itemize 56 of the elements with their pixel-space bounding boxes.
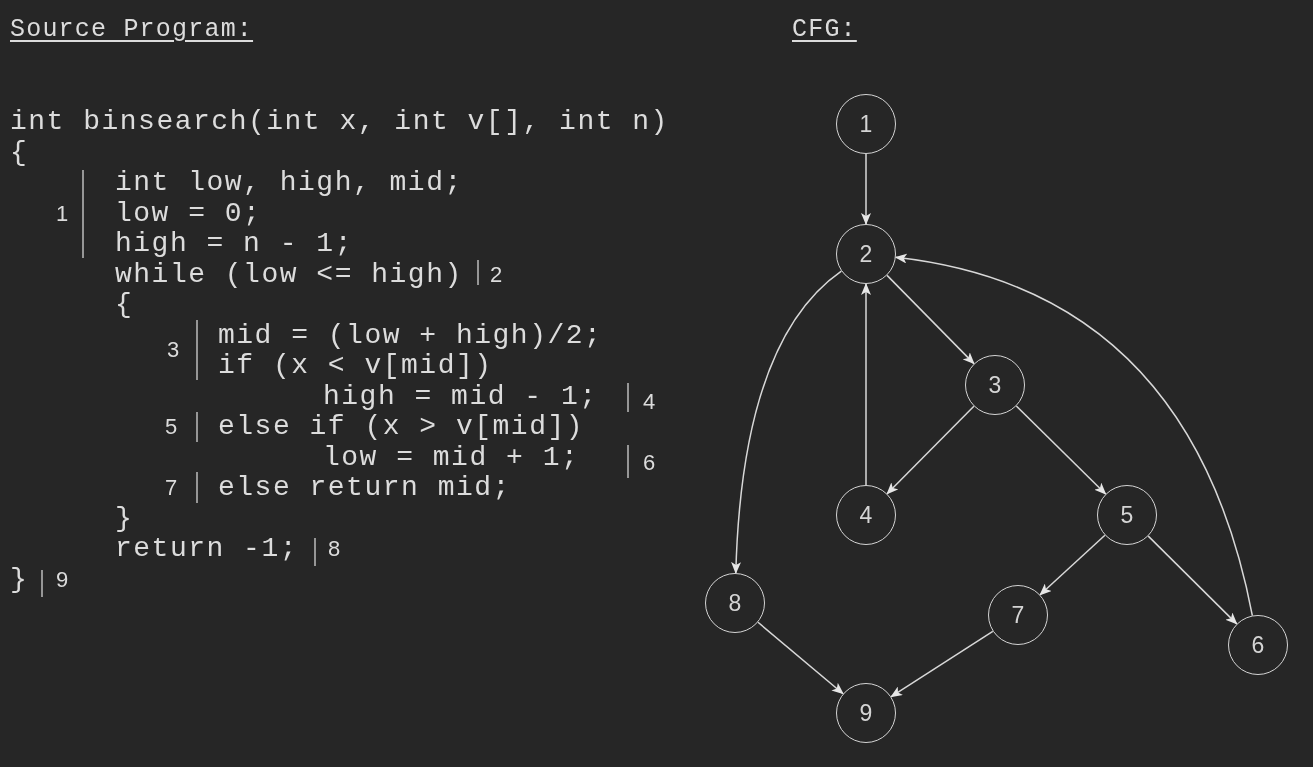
block-number: 2 (489, 261, 503, 288)
arrow (886, 274, 975, 365)
node-number: 2 (859, 240, 873, 268)
block-number: 4 (642, 389, 656, 415)
node-circle (965, 355, 1025, 415)
code-line: } (10, 564, 29, 595)
code-line: else return mid; (218, 473, 511, 503)
code-line: { (10, 137, 29, 168)
block-number: 1 (55, 200, 69, 227)
block-number: 8 (327, 536, 341, 562)
arrow (1147, 535, 1238, 625)
node-number: 4 (859, 501, 873, 529)
node-circle (1097, 485, 1157, 545)
node-number: 8 (728, 589, 742, 617)
node-number: 7 (1011, 601, 1025, 629)
node-number: 5 (1120, 501, 1134, 529)
node-number: 6 (1251, 631, 1265, 659)
block-number: 3 (166, 337, 180, 363)
code-line: mid = (low + high)/2; (218, 320, 603, 351)
node-number: 9 (859, 699, 873, 727)
arrow (861, 283, 871, 486)
code-line: low = 0; (115, 198, 262, 229)
arrow (731, 270, 843, 574)
node-circle (1228, 615, 1288, 675)
node-number: 3 (988, 371, 1002, 399)
code-line: int binsearch(int x, int v[], int n) (10, 107, 669, 137)
code-line: if (x < v[mid]) (218, 351, 493, 381)
code-line: return -1; (115, 534, 299, 564)
code-line: else if (x > v[mid]) (218, 412, 585, 442)
code-line: while (low <= high) (115, 259, 463, 290)
arrow (886, 405, 975, 495)
node-circle (836, 94, 896, 154)
section-heading: CFG: (792, 15, 857, 45)
block-number: 6 (642, 450, 656, 476)
code-line: high = n - 1; (115, 229, 353, 259)
node-circle (988, 585, 1048, 645)
block-number: 7 (164, 475, 178, 501)
code-line: int low, high, mid; (115, 168, 463, 198)
arrow (757, 621, 844, 695)
arrow (861, 153, 871, 225)
block-number: 5 (164, 414, 178, 440)
node-circle (836, 683, 896, 743)
arrow (894, 254, 1254, 617)
arrow (1015, 405, 1107, 495)
node-circle (836, 224, 896, 284)
arrow (1039, 534, 1106, 596)
code-line: { (115, 290, 134, 320)
block-number: 9 (55, 566, 69, 593)
node-number: 1 (859, 110, 873, 138)
code-line: } (115, 503, 134, 534)
node-circle (705, 573, 765, 633)
arrow (890, 630, 994, 698)
section-heading: Source Program: (10, 15, 254, 45)
code-line: low = mid + 1; (323, 442, 580, 473)
code-line: high = mid - 1; (323, 381, 598, 412)
node-circle (836, 485, 896, 545)
